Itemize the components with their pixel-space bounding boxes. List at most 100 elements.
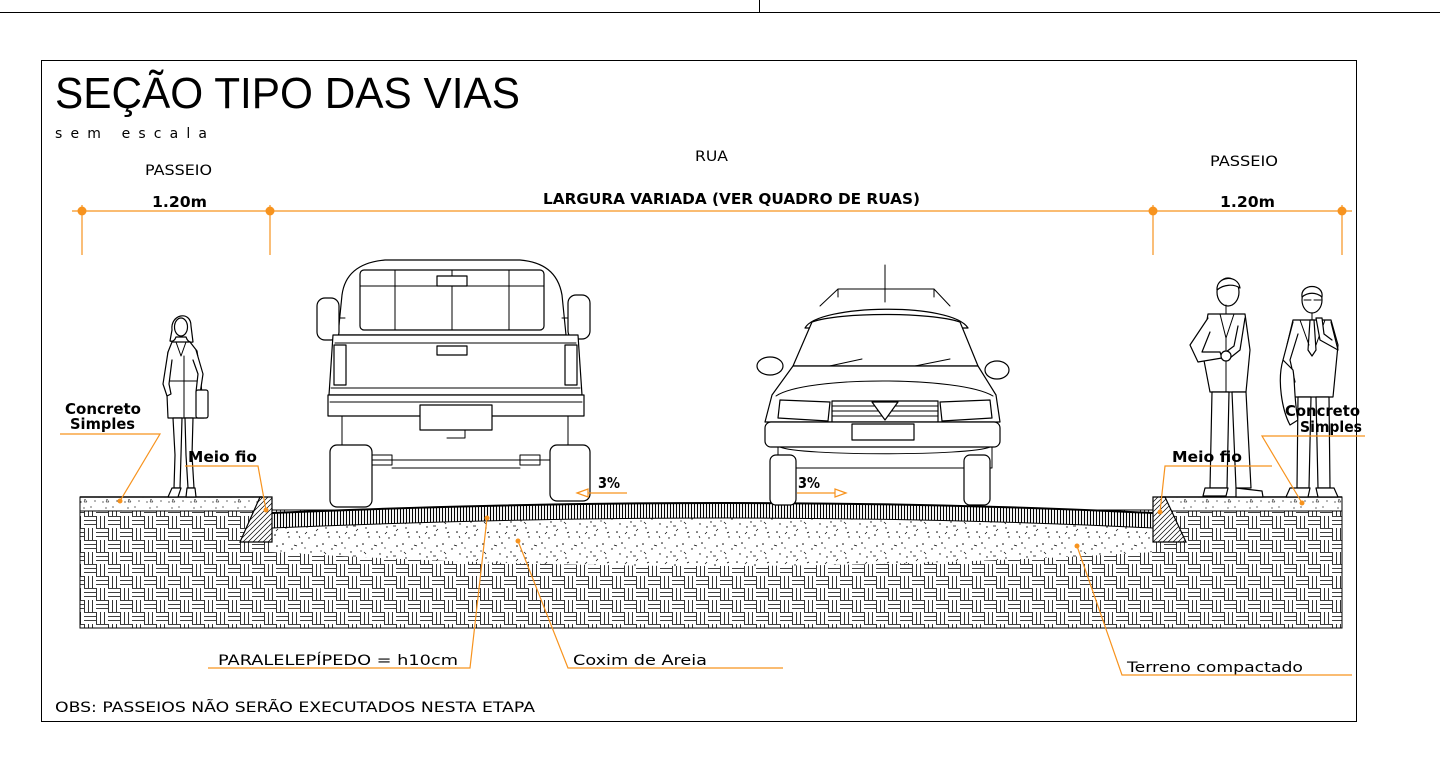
dimension-tick-dot [1337, 206, 1347, 216]
slope-left-label: 3% [598, 474, 620, 492]
paving-label: PARALELEPÍPEDO = h10cm [218, 652, 458, 669]
sand-cushion-layer [272, 517, 1153, 566]
truck-license-plate [419, 404, 493, 431]
car-front-figure [756, 264, 1010, 506]
dimension-line: 1.20m LARGURA VARIADA (VER QUADRO DE RUA… [72, 190, 1352, 255]
slope-right-indicator: 3% [797, 474, 848, 498]
drawing-title: SEÇÃO TIPO DAS VIAS [55, 68, 520, 118]
concrete-left-label-line1: Concreto [65, 400, 141, 418]
street-width: LARGURA VARIADA (VER QUADRO DE RUAS) [543, 190, 920, 208]
right-sidewalk-concrete [1162, 496, 1343, 512]
right-sidewalk-width: 1.20m [1220, 193, 1275, 211]
car-roof-rack [819, 288, 951, 307]
two-men-figure [1189, 277, 1339, 498]
truck-left-tire [329, 444, 373, 508]
car-lower-spoiler [777, 446, 993, 469]
man-left-shoes [1202, 487, 1264, 498]
concrete-right-leader-dot [1299, 500, 1305, 506]
left-curb [239, 496, 273, 543]
right-sidewalk-label: PASSEIO [1210, 154, 1278, 170]
truck-left-mirror [316, 297, 340, 341]
concrete-right-label-line1: Concreto [1285, 402, 1360, 420]
paving-leader-dot [484, 515, 490, 521]
compacted-soil-label: Terreno compactado [1126, 660, 1303, 676]
woman-shoes [167, 487, 197, 498]
slope-right-label: 3% [798, 474, 820, 492]
car-left-mirror [756, 356, 784, 376]
woman-coat-details [167, 341, 201, 419]
ground-section [79, 496, 1343, 629]
curb-left-label: Meio fio [188, 448, 257, 466]
observation-note: OBS: PASSEIOS NÃO SERÃO EXECUTADOS NESTA… [55, 699, 536, 716]
man-right-figure [1279, 285, 1339, 498]
slope-left-indicator: 3% [575, 474, 627, 498]
slope-right-arrow-icon [834, 488, 848, 498]
street-label: RUA [695, 149, 728, 165]
scale-note: sem escala [55, 126, 207, 142]
man-left-lapels [1219, 313, 1235, 393]
truck-right-mirror [567, 294, 591, 340]
concrete-right-label-line2: Simples [1300, 418, 1362, 436]
dimension-tick-dot [1148, 206, 1158, 216]
concrete-right-leader [1260, 435, 1365, 504]
man-left-hair [1216, 277, 1241, 291]
car-logo-icon [871, 401, 899, 421]
paving-callout: PARALELEPÍPEDO = h10cm [208, 515, 490, 669]
paving-top-edge [271, 502, 1154, 514]
concrete-right-callout: Concreto Simples [1260, 402, 1365, 506]
concrete-left-leader [60, 433, 162, 502]
compacted-soil-callout: Terreno compactado [1074, 543, 1352, 676]
truck-right-tire [549, 444, 591, 502]
man-right-carried-coat [1279, 359, 1299, 426]
man-right-hair [1301, 285, 1323, 298]
truck-right-taillight [564, 344, 578, 386]
man-right-tie [1307, 319, 1317, 357]
man-left-legs [1209, 391, 1252, 489]
car-right-tire [963, 454, 991, 506]
truck-tailgate [328, 334, 583, 396]
concrete-left-callout: Concreto Simples [60, 400, 162, 504]
compacted-soil-leader [1076, 545, 1352, 676]
curb-right-callout: Meio fio [1157, 448, 1272, 515]
slope-left-arrow-icon [575, 488, 589, 498]
curb-right-leader [1159, 465, 1272, 513]
sand-cushion-leader [517, 540, 783, 669]
left-sidewalk-width: 1.20m [152, 193, 207, 211]
car-left-headlight [777, 399, 831, 422]
car-license-plate [851, 423, 915, 441]
dimension-tick-dot [77, 206, 87, 216]
concrete-left-label-line2: Simples [70, 415, 135, 433]
curb-right-label: Meio fio [1172, 448, 1242, 466]
paving-leader [208, 517, 488, 669]
left-sidewalk-label: PASSEIO [145, 163, 212, 179]
curb-left-leader [185, 465, 267, 511]
truck-tailgate-latch [436, 345, 468, 356]
truck-tailgate-lines [330, 342, 581, 389]
car-windshield [792, 313, 979, 367]
truck-third-brake-light [436, 275, 468, 287]
compacted-soil-leader-dot [1074, 543, 1080, 549]
woman-pedestrian-figure [162, 315, 209, 498]
man-right-raised-arm [1315, 317, 1339, 351]
woman-left-arm [162, 351, 173, 397]
curb-left-leader-dot [263, 507, 269, 513]
left-sidewalk-concrete [79, 496, 263, 512]
truck-left-taillight [333, 344, 347, 386]
pickup-truck-rear-figure [316, 259, 591, 508]
woman-handbag [195, 389, 209, 419]
car-hood-line [775, 380, 994, 397]
man-right-shoes [1285, 487, 1339, 498]
sand-cushion-callout: Coxim de Areia [515, 538, 783, 669]
man-left-figure [1189, 277, 1264, 498]
concrete-left-leader-dot [117, 498, 123, 504]
sand-cushion-label: Coxim de Areia [573, 653, 707, 669]
dimension-tick-dot [265, 206, 275, 216]
curb-left-callout: Meio fio [185, 448, 269, 513]
woman-face [173, 317, 189, 337]
truck-headache-rack-bars [359, 269, 545, 331]
curb-right-leader-dot [1157, 509, 1163, 515]
truck-chassis [341, 415, 569, 469]
drawing-frame [41, 60, 1357, 722]
car-right-mirror [984, 360, 1010, 380]
